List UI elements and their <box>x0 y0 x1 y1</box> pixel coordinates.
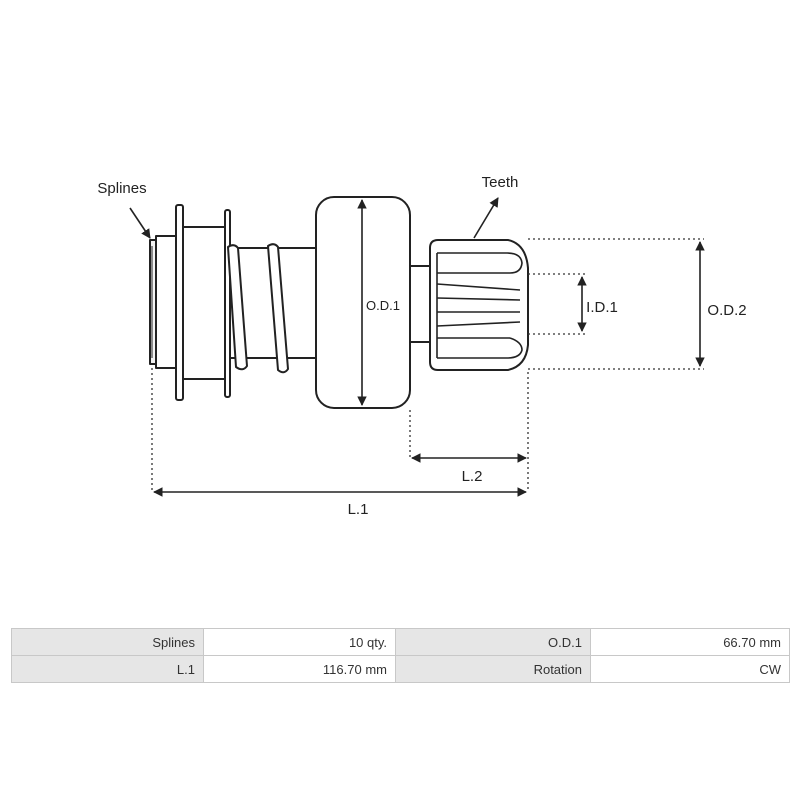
splines-leader-line <box>129 207 151 239</box>
spec-label: Rotation <box>395 655 591 683</box>
spec-value: 10 qty. <box>203 628 396 656</box>
table-row: Splines 10 qty. O.D.1 66.70 mm <box>11 628 790 656</box>
l1-label: L.1 <box>348 501 369 518</box>
spec-value: 66.70 mm <box>590 628 790 656</box>
spec-value: 116.70 mm <box>203 655 396 683</box>
starter-drive-body <box>149 196 529 409</box>
extension-lines <box>151 238 704 492</box>
id1-label: I.D.1 <box>586 299 618 316</box>
spec-value: CW <box>590 655 790 683</box>
spec-label: Splines <box>11 628 204 656</box>
splines-label: Splines <box>97 180 146 197</box>
l2-label: L.2 <box>462 468 483 485</box>
specs-table: Splines 10 qty. O.D.1 66.70 mm L.1 116.7… <box>11 628 790 683</box>
teeth-label: Teeth <box>482 174 519 191</box>
od2-label: O.D.2 <box>707 302 746 319</box>
spec-label: O.D.1 <box>395 628 591 656</box>
spec-label: L.1 <box>11 655 204 683</box>
starter-drive-diagram: Splines Teeth O.D.1 I.D.1 O.D.2 L.2 L.1 <box>97 174 746 518</box>
od1-label: O.D.1 <box>366 298 400 313</box>
table-row: L.1 116.70 mm Rotation CW <box>11 655 790 683</box>
teeth-leader-line <box>473 197 499 239</box>
dimension-lines <box>129 197 705 497</box>
